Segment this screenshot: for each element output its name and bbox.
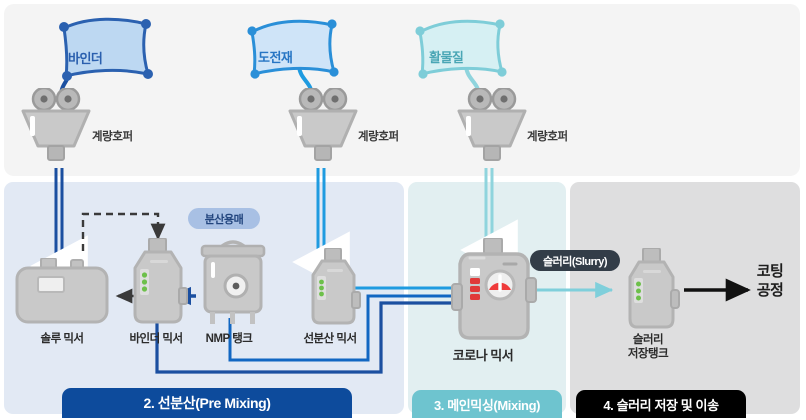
hopper-icon — [21, 86, 91, 161]
coating-label-line2: 공정 — [756, 282, 784, 300]
storage-tank-label-line1: 슬러리 — [632, 334, 664, 346]
weighing-hopper-binder[interactable] — [16, 86, 102, 175]
bag-icon — [59, 17, 153, 81]
weighing-hopper-active[interactable] — [452, 86, 538, 175]
hopper-icon — [457, 86, 527, 161]
equipment-binder-mixer[interactable] — [128, 237, 190, 333]
bag-icon — [415, 19, 507, 79]
equipment-label-pre-mixer: 선분산 믹서 — [303, 333, 357, 345]
horizontal-mixer-icon — [15, 257, 109, 324]
storage-tank-label-line2: 저장탱크 — [627, 348, 669, 361]
stage-tag-storage: 4. 슬러리 저장 및 이송 — [576, 390, 746, 418]
corona-mixer-icon — [451, 237, 537, 340]
bag-label-binder: 바인더 — [68, 51, 103, 66]
tag-slurry: 슬러리(Slurry) — [530, 250, 620, 271]
equipment-label-nmp-tank: NMP 탱크 — [205, 333, 253, 345]
weighing-hopper-conductive[interactable] — [283, 86, 369, 175]
equipment-label-binder-mixer: 바인더 믹서 — [129, 333, 183, 345]
coating-label-line1: 코팅 — [756, 263, 784, 280]
equipment-label-corona-mixer: 코로나 믹서 — [452, 348, 514, 363]
vertical-tank-icon — [311, 247, 361, 325]
equipment-corona-mixer[interactable] — [448, 237, 540, 351]
bag-label-conductive: 도전재 — [258, 50, 293, 65]
equipment-label-storage-tank: 슬러리 저장탱크 — [627, 333, 669, 362]
hopper-label-active: 계량호퍼 — [527, 131, 568, 143]
equipment-pre-mixer[interactable] — [306, 247, 364, 333]
equipment-nmp-tank[interactable] — [196, 236, 270, 333]
hopper-label-conductive: 계량호퍼 — [358, 131, 399, 143]
exit-label-coating-process: 코팅 공정 — [757, 262, 784, 300]
bag-icon — [247, 19, 339, 79]
equipment-storage-tank[interactable] — [622, 247, 684, 337]
equipment-label-solu-mixer: 솔루 믹서 — [40, 333, 84, 345]
vertical-tank-icon — [628, 247, 680, 329]
bag-label-active: 활물질 — [429, 50, 464, 65]
hopper-label-binder: 계량호퍼 — [92, 131, 133, 143]
tag-dispersion-solvent: 분산용매 — [188, 208, 260, 229]
stage-tag-pre-mixing: 2. 선분산(Pre Mixing) — [62, 388, 352, 418]
solvent-tank-icon — [200, 240, 266, 324]
stage-tag-main-mixing: 3. 메인믹싱(Mixing) — [412, 390, 562, 418]
hopper-icon — [288, 86, 358, 161]
vertical-tank-icon — [133, 237, 188, 324]
equipment-solu-mixer[interactable] — [14, 257, 110, 333]
